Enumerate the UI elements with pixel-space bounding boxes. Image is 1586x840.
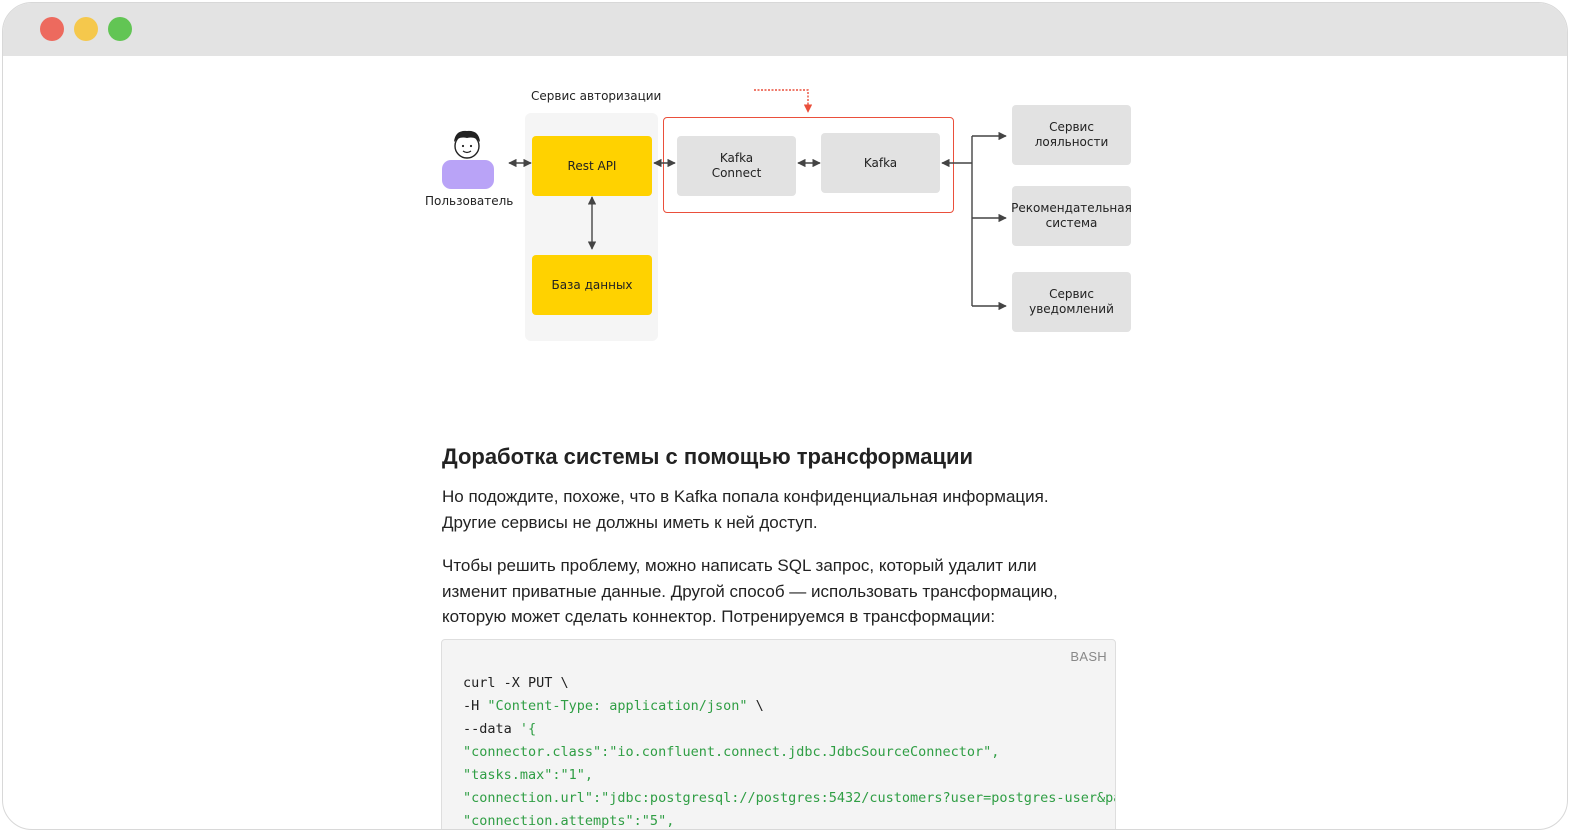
code-block[interactable]: BASH curl -X PUT \ -H "Content-Type: appl…	[441, 639, 1116, 829]
kafka-label: Kafka	[863, 155, 898, 170]
section-heading: Доработка системы с помощью трансформаци…	[442, 444, 974, 469]
paragraph-solution-line3: которую может сделать коннектор. Потрени…	[442, 607, 996, 626]
code-language-label: BASH	[1070, 649, 1107, 664]
rest-api-label: Rest API	[567, 159, 617, 173]
code-content[interactable]: curl -X PUT \ -H "Content-Type: applicati…	[463, 672, 1116, 829]
code-line: --data '{	[463, 718, 1115, 741]
code-line: curl -X PUT \	[463, 675, 569, 691]
minimize-window-button[interactable]	[74, 17, 98, 41]
rest-api-node: Rest API	[532, 136, 652, 196]
database-node: База данных	[532, 255, 652, 315]
page-content: Сервис авторизации	[3, 56, 1567, 829]
loyalty-service-line1: Сервис	[1049, 120, 1094, 134]
notification-service-node: Сервис уведомлений	[1012, 272, 1131, 332]
paragraph-intro-line2: Другие сервисы не должны иметь к ней дос…	[442, 512, 818, 532]
notification-service-line2: уведомлений	[1029, 302, 1114, 316]
kafka-connect-label-line1: Kafka	[719, 151, 754, 165]
code-token: \	[747, 698, 764, 714]
kafka-node: Kafka	[821, 133, 940, 193]
paragraph-solution-line1: Чтобы решить проблему, можно написать SQ…	[442, 556, 1037, 575]
architecture-diagram: Сервис авторизации	[403, 76, 1163, 376]
code-token: -H	[463, 698, 488, 714]
kafka-connect-node: Kafka Connect	[677, 136, 796, 196]
paragraph-intro: Но подождите, похоже, что в Kafka попала…	[442, 484, 1122, 535]
code-token: --data	[463, 721, 520, 737]
database-label: База данных	[551, 278, 633, 292]
code-line: "connection.attempts":"5",	[463, 813, 675, 829]
code-line: "connection.url":"jdbc:postgresql://post…	[463, 790, 1116, 806]
close-window-button[interactable]	[40, 17, 64, 41]
user-avatar-icon	[442, 130, 494, 189]
user-label: Пользователь	[425, 194, 514, 208]
notification-service-line1: Сервис	[1049, 287, 1094, 301]
code-string-token: '{	[519, 721, 537, 737]
recommendation-system-line1: Рекомендательная	[1011, 201, 1132, 215]
code-line: "connector.class":"io.confluent.connect.…	[463, 744, 1000, 760]
maximize-window-button[interactable]	[108, 17, 132, 41]
recommendation-system-line2: система	[1045, 216, 1098, 230]
code-line: "tasks.max":"1",	[463, 767, 594, 783]
loyalty-service-node: Сервис лояльности	[1012, 105, 1131, 165]
code-line: -H "Content-Type: application/json" \	[463, 695, 1115, 718]
kafka-connect-label-line2: Connect	[711, 166, 762, 180]
paragraph-solution: Чтобы решить проблему, можно написать SQ…	[442, 553, 1122, 630]
recommendation-system-node: Рекомендательная система	[1011, 186, 1132, 246]
auth-service-label: Сервис авторизации	[531, 89, 662, 103]
loyalty-service-line2: лояльности	[1034, 135, 1109, 149]
browser-window: Сервис авторизации	[2, 2, 1568, 830]
paragraph-solution-line2: изменит приватные данные. Другой способ …	[442, 581, 1058, 601]
paragraph-intro-line1: Но подождите, похоже, что в Kafka попала…	[442, 487, 1049, 506]
diagram-connectors	[442, 89, 1007, 311]
title-bar	[3, 3, 1567, 56]
code-string-token: "Content-Type: application/json"	[487, 698, 748, 714]
